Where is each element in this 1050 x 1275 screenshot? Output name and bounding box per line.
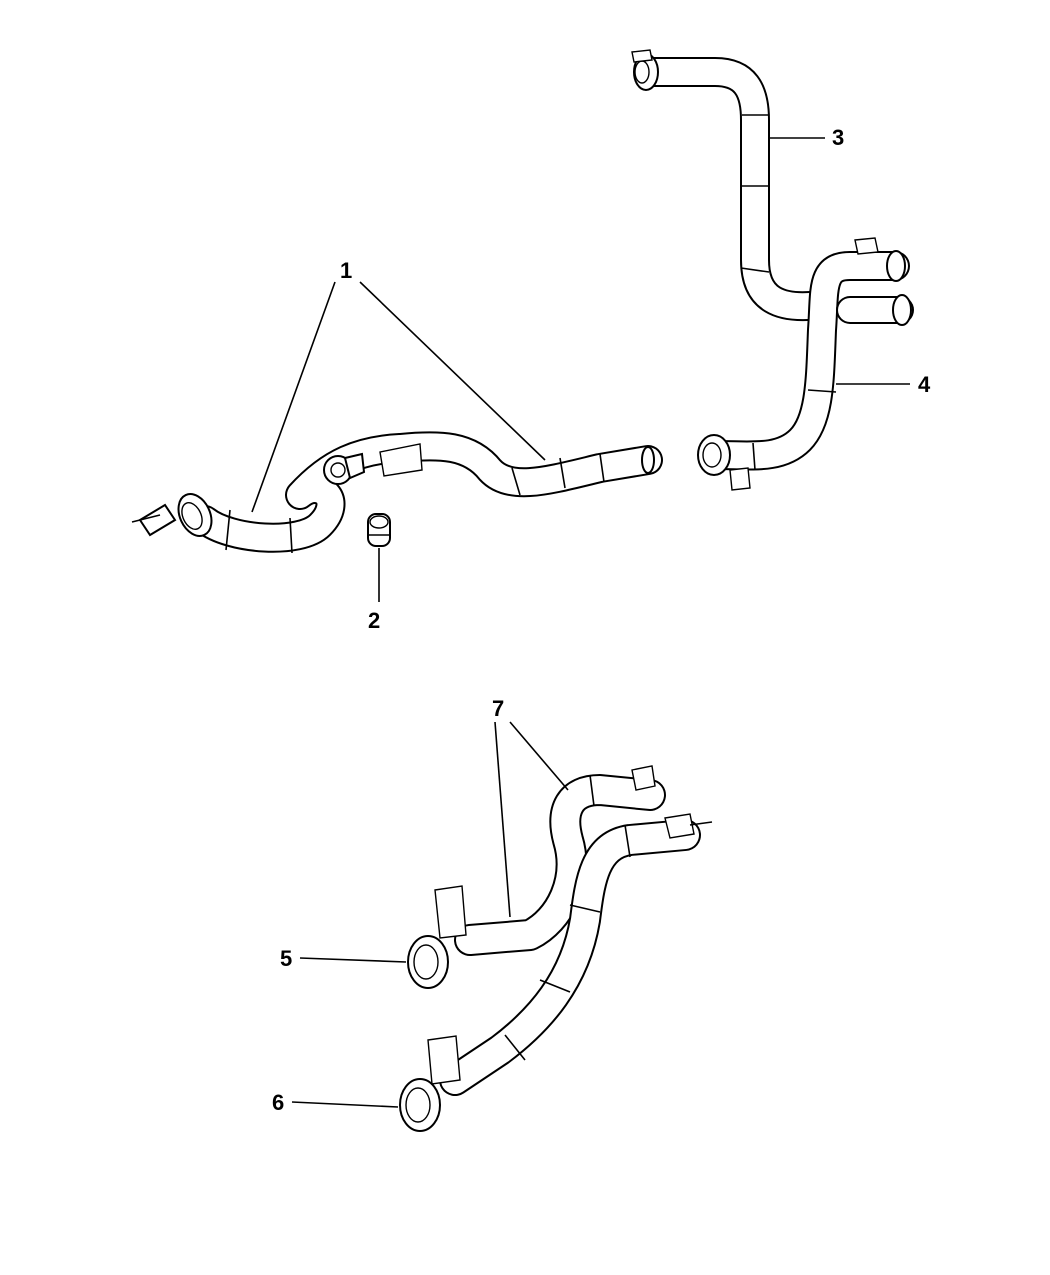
hose-part-4[interactable]	[697, 237, 914, 491]
connector-part-6[interactable]	[399, 1035, 461, 1132]
hose-part-1[interactable]	[131, 431, 663, 554]
callout-1: 1	[340, 258, 352, 283]
callout-6: 6	[272, 1090, 284, 1115]
hose-part-3[interactable]	[631, 49, 835, 322]
callout-4: 4	[918, 372, 931, 397]
callout-7: 7	[492, 696, 504, 721]
hose-part-7[interactable]	[439, 765, 713, 1096]
connector-part-5[interactable]	[407, 885, 467, 989]
callout-2: 2	[368, 608, 380, 633]
leader-lines	[251, 137, 910, 1108]
callout-3: 3	[832, 125, 844, 150]
callout-5: 5	[280, 946, 292, 971]
fitting-part-2[interactable]	[367, 513, 391, 547]
